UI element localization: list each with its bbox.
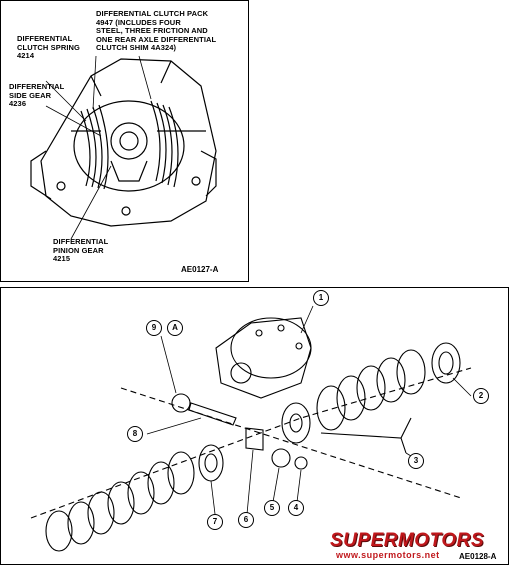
bottom-figure-code: AE0128-A	[459, 552, 497, 561]
pinion-gear-label: DIFFERENTIAL PINION GEAR 4215	[53, 237, 109, 263]
clutch-spring-label: DIFFERENTIAL CLUTCH SPRING 4214	[17, 34, 80, 60]
callout-7: 7	[207, 514, 223, 530]
callout-9: 9	[146, 320, 162, 336]
callout-2: 2	[473, 388, 489, 404]
callout-6: 6	[238, 512, 254, 528]
callout-3: 3	[408, 453, 424, 469]
top-figure-panel: DIFFERENTIAL CLUTCH PACK 4947 (INCLUDES …	[0, 0, 249, 282]
callout-a: A	[167, 320, 183, 336]
bottom-figure-panel: 1 2 3 4 5 6 7 8 9 A AE0128-A	[0, 287, 509, 565]
callout-8: 8	[127, 426, 143, 442]
exploded-view-drawing	[30, 305, 472, 552]
side-gear-label: DIFFERENTIAL SIDE GEAR 4236	[9, 82, 65, 108]
callout-5: 5	[264, 500, 280, 516]
top-figure-code: AE0127-A	[181, 265, 219, 274]
callout-1: 1	[313, 290, 329, 306]
watermark-brand: SUPERMOTORS	[330, 530, 485, 551]
clutch-pack-label: DIFFERENTIAL CLUTCH PACK 4947 (INCLUDES …	[96, 9, 217, 52]
watermark-url: www.supermotors.net	[336, 550, 440, 560]
differential-cutaway-drawing	[30, 55, 217, 240]
callout-4: 4	[288, 500, 304, 516]
supermotors-watermark: SUPERMOTORS www.supermotors.net	[330, 530, 506, 562]
